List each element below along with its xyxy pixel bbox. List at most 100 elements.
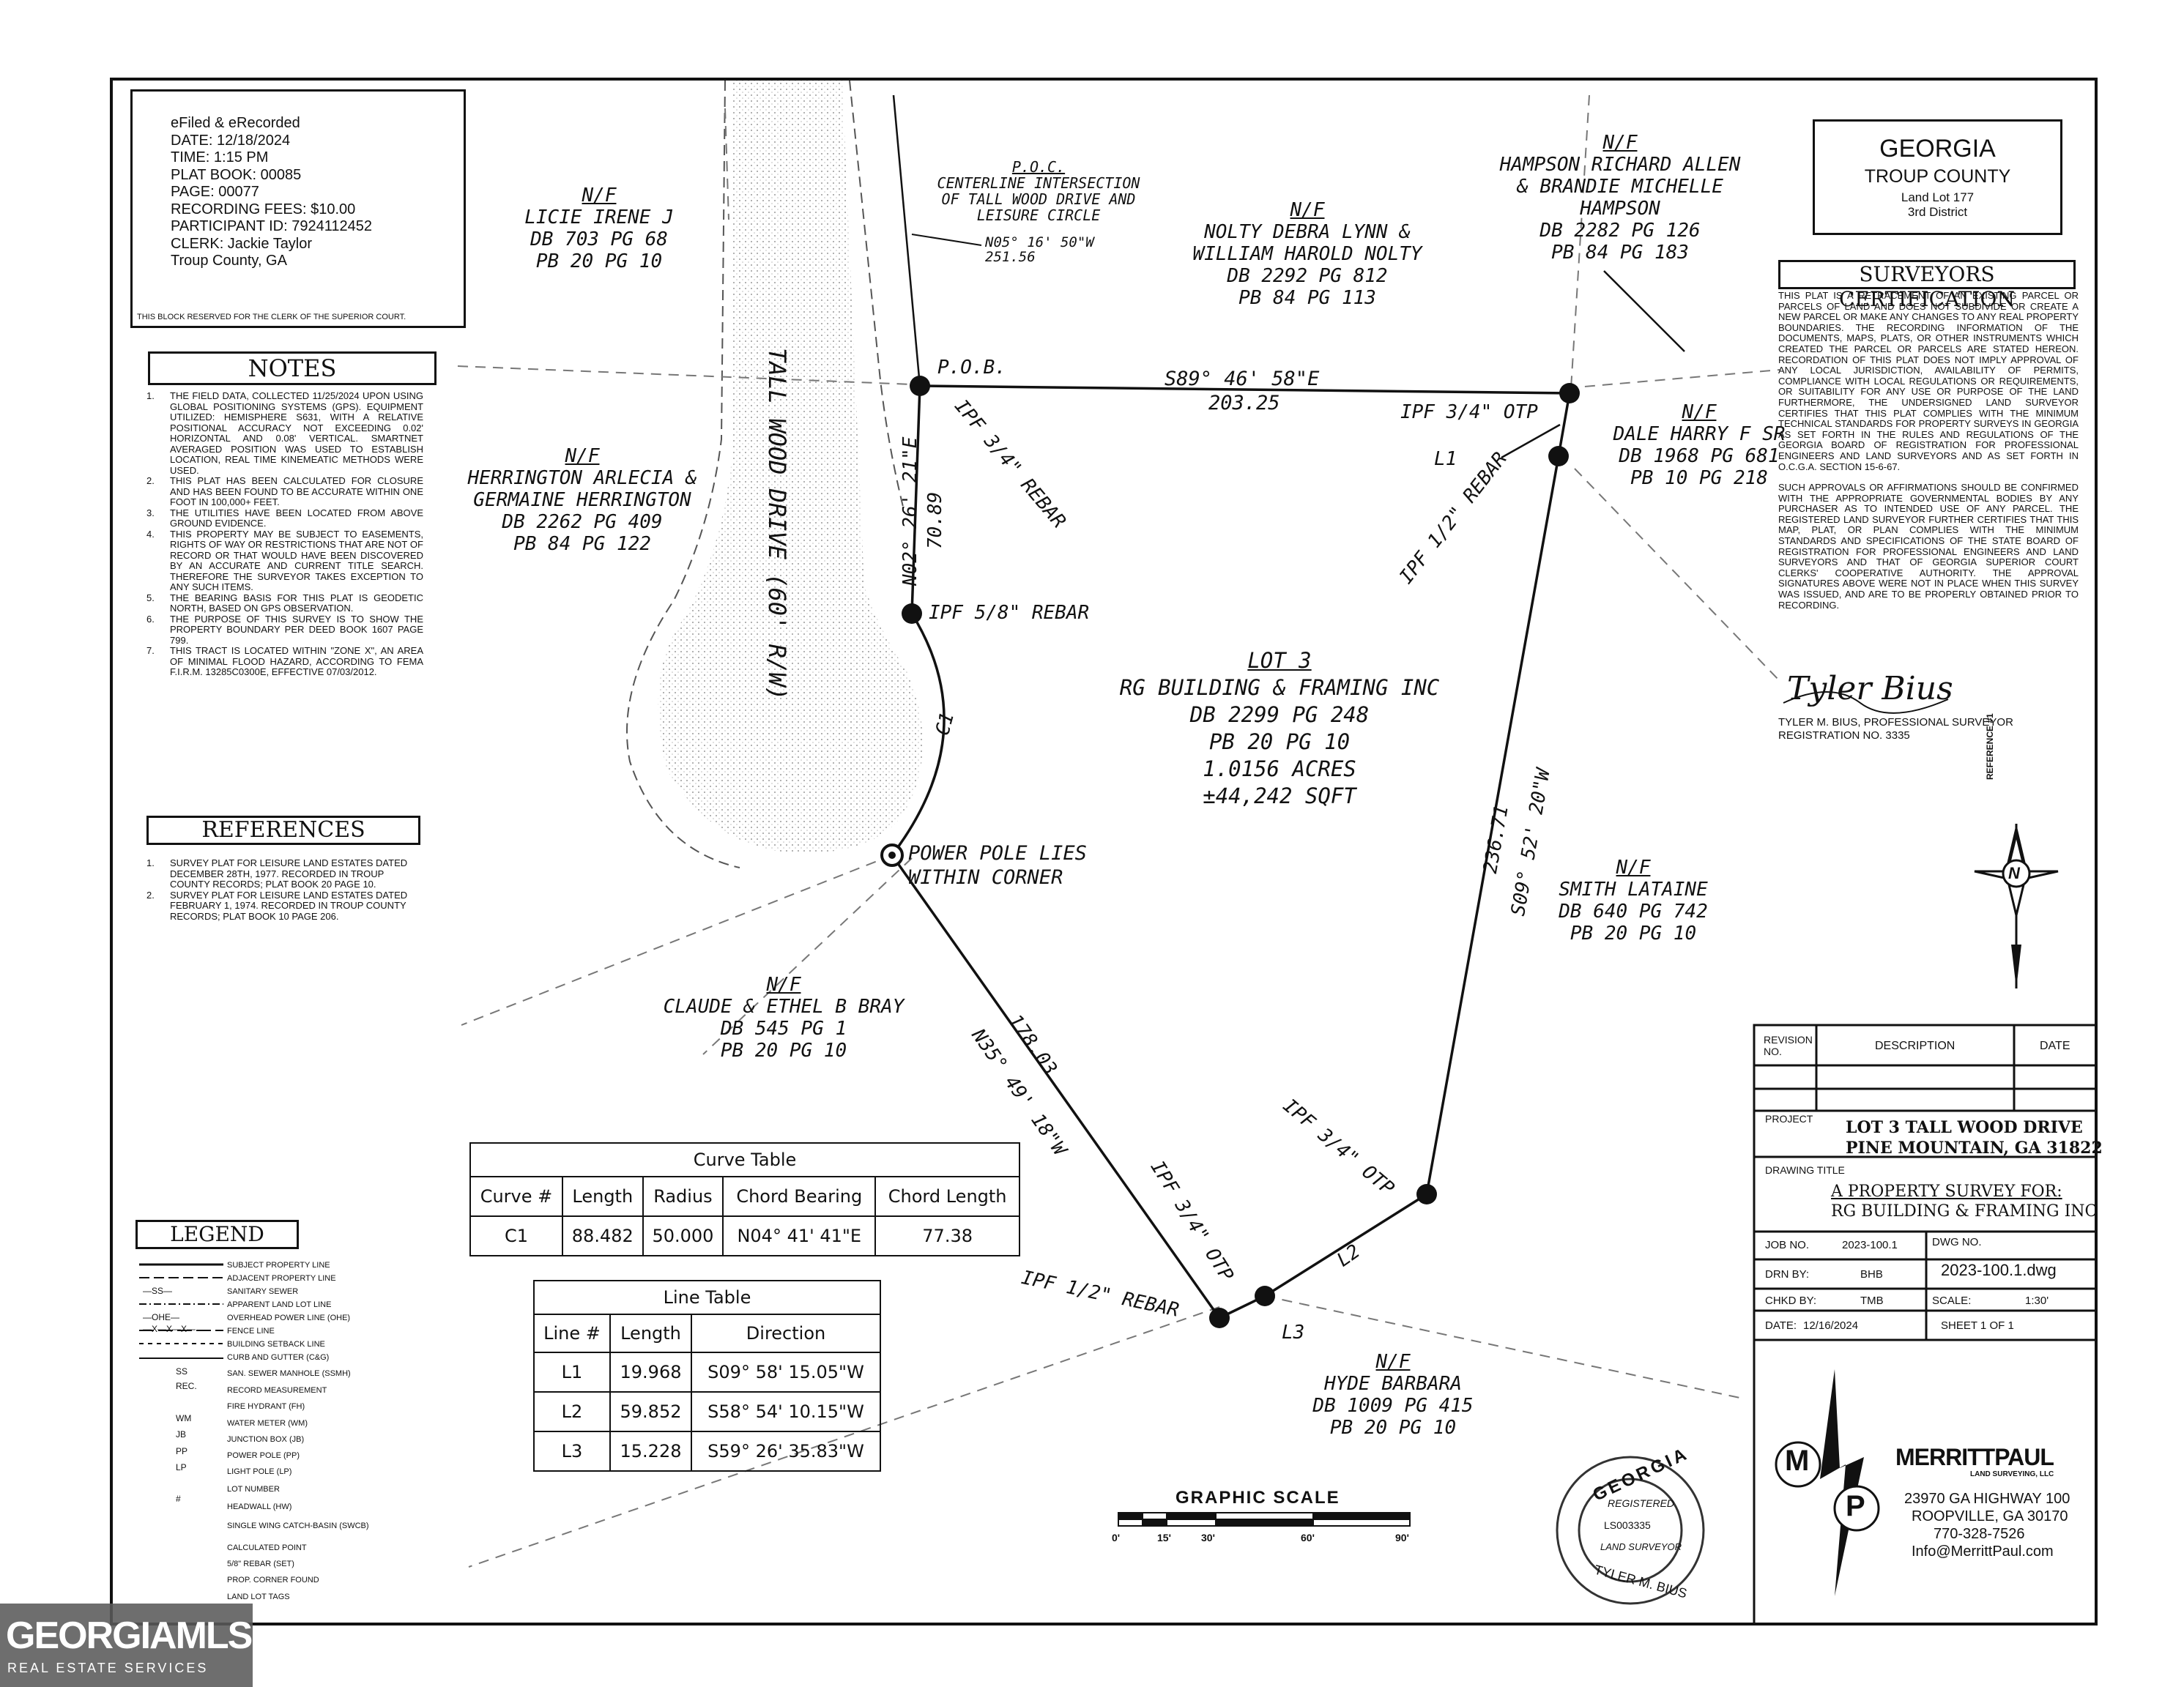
- north-reference-label: REFERENCE #1: [1985, 713, 1995, 780]
- adjoiner-licie: PB 20 PG 10: [535, 250, 663, 272]
- line-table-title: Line Table: [533, 1280, 881, 1315]
- legend-line-samples: [139, 1263, 223, 1359]
- note-number: 3.: [146, 507, 155, 518]
- west-line-distance: 70.89: [924, 491, 946, 549]
- curve-table-cell: C1: [469, 1215, 563, 1256]
- legend-item: CALCULATED POINT: [227, 1543, 307, 1552]
- poc-label: LEISURE CIRCLE: [976, 206, 1101, 224]
- legend-symbol: PP: [176, 1446, 188, 1456]
- pin-label-ne-otp: IPF 3/4" OTP: [1400, 401, 1538, 423]
- adjoiner-nolty: PB 84 PG 113: [1238, 287, 1376, 309]
- note-item: 1. THE FIELD DATA, COLLECTED 11/25/2024 U…: [146, 390, 423, 476]
- adjoiner-licie: LICIE IRENE J: [524, 206, 674, 228]
- job-no-label: JOB NO.: [1765, 1239, 1810, 1251]
- reference-item: 1.SURVEY PLAT FOR LEISURE LAND ESTATES D…: [146, 857, 423, 890]
- lot-3-label: RG BUILDING & FRAMING INC: [1119, 675, 1440, 700]
- legend-item: SINGLE WING CATCH-BASIN (SWCB): [227, 1522, 369, 1530]
- legend-item: WATER METER (WM): [227, 1419, 308, 1428]
- curve-table-cell: 77.38: [874, 1215, 1020, 1256]
- title-block-frame: [1753, 1024, 2098, 1625]
- line-table-cell: 15.228: [609, 1431, 693, 1472]
- surveyor-signature: Tyler Bius: [1787, 670, 1953, 707]
- adjoiner-herrington: GERMAINE HERRINGTON: [473, 489, 691, 511]
- adjoiner-smith: SMITH LATAINE: [1559, 879, 1708, 901]
- line-table-cell: L2: [533, 1391, 611, 1432]
- logo-m: M: [1785, 1445, 1810, 1477]
- notes-title: NOTES: [148, 351, 437, 385]
- adjoiner-nolty: NOLTY DEBRA LYNN &: [1204, 221, 1411, 243]
- recording-line: CLERK: Jackie Taylor: [171, 235, 313, 252]
- lot-3-label: 1.0156 ACRES: [1203, 756, 1356, 781]
- legend-symbol: JB: [176, 1429, 187, 1440]
- scale-tick-label: 90': [1395, 1532, 1409, 1543]
- legend-item: RECORD MEASUREMENT: [227, 1386, 327, 1395]
- legend-symbol: #: [176, 1494, 181, 1504]
- note-item: 6.THE PURPOSE OF THIS SURVEY IS TO SHOW …: [146, 614, 423, 647]
- note-text: THIS PLAT HAS BEEN CALCULATED FOR CLOSUR…: [170, 475, 423, 507]
- note-item: 7. THIS TRACT IS LOCATED WITHIN "ZONE X",…: [146, 645, 423, 678]
- note-text: THE FIELD DATA, COLLECTED 11/25/2024 UPO…: [170, 390, 423, 476]
- lot-3-label: LOT 3: [1247, 648, 1312, 673]
- company-sub: LAND SURVEYING, LLC: [1970, 1470, 2054, 1478]
- references-list: 1.SURVEY PLAT FOR LEISURE LAND ESTATES D…: [146, 857, 423, 922]
- west-line-bearing: N02° 26' 21"E: [899, 436, 921, 586]
- adjoiner-herrington: N/F: [565, 445, 600, 467]
- adjoiner-hampson: N/F: [1602, 132, 1638, 154]
- adjoiner-dale: PB 10 PG 218: [1630, 467, 1768, 489]
- sheet-info: SHEET 1 OF 1: [1941, 1319, 2014, 1332]
- note-text: THE UTILITIES HAVE BEEN LOCATED FROM ABO…: [170, 507, 423, 529]
- adjoiner-bray: CLAUDE & ETHEL B BRAY: [663, 996, 905, 1018]
- recording-line: PAGE: 00077: [171, 184, 259, 200]
- curve-table-header: Curve #: [469, 1176, 563, 1217]
- corner-e: [1548, 446, 1569, 466]
- legend-item: OVERHEAD POWER LINE (OHE): [227, 1314, 351, 1322]
- surveyor-seal-icon: [1556, 1456, 1705, 1605]
- adjoiner-hyde: PB 20 PG 10: [1329, 1417, 1457, 1439]
- line-table-cell: 19.968: [609, 1352, 693, 1393]
- poc-label: CENTERLINE INTERSECTION: [937, 174, 1140, 192]
- line-label-l3: L3: [1282, 1322, 1305, 1344]
- adjoiner-herrington: HERRINGTON ARLECIA &: [467, 467, 697, 489]
- scale-tick-label: 15': [1157, 1532, 1171, 1543]
- project-line-2: PINE MOUNTAIN, GA 31822: [1846, 1139, 2103, 1158]
- seal-land-surveyor: LAND SURVEYOR: [1600, 1541, 1682, 1552]
- recording-line: RECORDING FEES: $10.00: [171, 201, 356, 217]
- recording-line: DATE: 12/18/2024: [171, 132, 291, 149]
- recording-reserved-note: THIS BLOCK RESERVED FOR THE CLERK OF THE…: [137, 313, 406, 321]
- reference-text: SURVEY PLAT FOR LEISURE LAND ESTATES DAT…: [170, 889, 408, 922]
- recording-line: PLAT BOOK: 00085: [171, 166, 302, 183]
- region-box: GEORGIA TROUP COUNTY Land Lot 177 3rd Di…: [1813, 119, 2062, 235]
- tall-wood-drive-cul-de-sac: [658, 81, 923, 854]
- legend-item: ADJACENT PROPERTY LINE: [227, 1274, 336, 1283]
- scale-value: 1:30': [2025, 1295, 2049, 1307]
- corner-sw: [1209, 1308, 1230, 1328]
- legend-item: FIRE HYDRANT (FH): [227, 1402, 305, 1411]
- line-table-cell: S58° 54' 10.15"W: [691, 1391, 881, 1432]
- legend-symbol: WM: [176, 1413, 192, 1423]
- drawing-title-2: RG BUILDING & FRAMING INC: [1831, 1202, 2098, 1221]
- north-arrow-icon: [1974, 824, 2059, 988]
- legend-item: LAND LOT TAGS: [227, 1593, 290, 1601]
- legend-item: SAN. SEWER MANHOLE (SSMH): [227, 1369, 351, 1378]
- pob-label: P.O.B.: [937, 357, 1006, 379]
- note-number: 5.: [146, 592, 155, 603]
- note-number: 7.: [146, 645, 155, 656]
- note-text: THIS TRACT IS LOCATED WITHIN "ZONE X", A…: [170, 645, 423, 677]
- recording-line: PARTICIPANT ID: 7924112452: [171, 218, 372, 234]
- lot-3-label: DB 2299 PG 248: [1189, 702, 1370, 727]
- georgia-mls-watermark: GEORGIAMLS REAL ESTATE SERVICES: [0, 1604, 253, 1687]
- legend-item: JUNCTION BOX (JB): [227, 1435, 305, 1444]
- adjoiner-dale: DB 1968 PG 681: [1619, 445, 1780, 467]
- scale-tick-label: 0': [1112, 1532, 1121, 1543]
- curve-table-cell: 50.000: [642, 1215, 724, 1256]
- legend-item: APPARENT LAND LOT LINE: [227, 1300, 332, 1309]
- poc-label: P.O.C.: [1011, 158, 1066, 176]
- dwg-no-label: DWG NO.: [1932, 1236, 1982, 1248]
- seal-registered: REGISTERED: [1608, 1497, 1675, 1509]
- legend-item: PROP. CORNER FOUND: [227, 1576, 319, 1584]
- note-number: 1.: [146, 390, 155, 401]
- company-name: MERRITTPAUL: [1895, 1444, 2054, 1470]
